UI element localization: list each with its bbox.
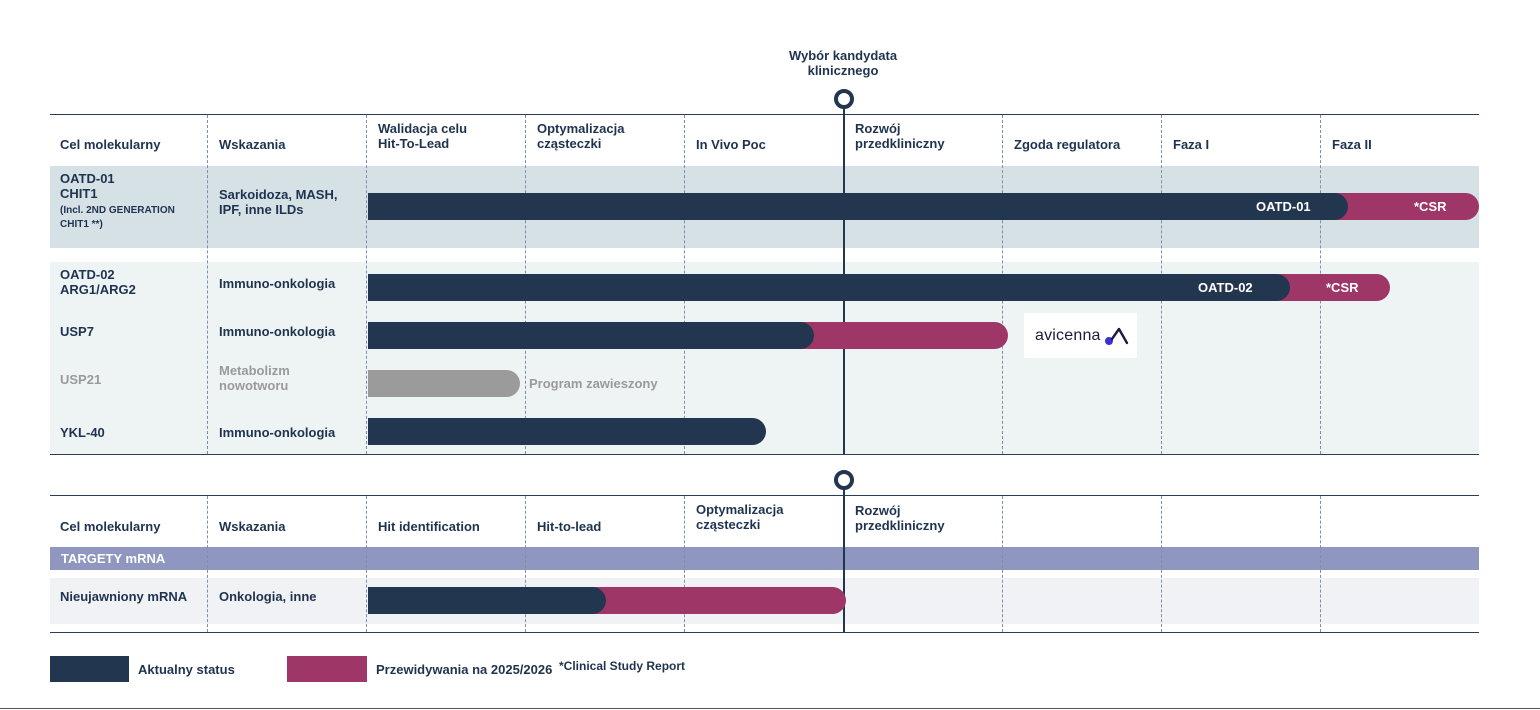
indication-line: Sarkoidoza, MASH, bbox=[219, 187, 338, 202]
section-band-mrna bbox=[50, 547, 1479, 570]
projection-bar-mrna bbox=[585, 587, 846, 614]
header-line: cząsteczki bbox=[537, 136, 602, 151]
header-hit-to-lead: Hit-to-lead bbox=[537, 519, 602, 534]
target-oatd01: OATD-01 CHIT1 (Incl. 2ND GENERATION CHIT… bbox=[60, 171, 175, 232]
header-optimization: Optymalizacja cząsteczki bbox=[696, 502, 783, 532]
header-in-vivo-poc: In Vivo Poc bbox=[696, 137, 766, 152]
projection-bar-oatd02 bbox=[1270, 274, 1390, 301]
partner-logo-avicenna: avicenna bbox=[1024, 313, 1137, 358]
status-bar-usp7 bbox=[368, 322, 814, 349]
legend-swatch-projection bbox=[287, 656, 367, 682]
column-divider bbox=[1320, 496, 1321, 632]
target-usp21: USP21 bbox=[60, 372, 102, 387]
header-regulatory: Zgoda regulatora bbox=[1014, 137, 1121, 152]
header-line: Optymalizacja bbox=[696, 502, 784, 517]
header-phase-2: Faza II bbox=[1332, 137, 1372, 152]
projection-bar-usp7 bbox=[790, 322, 1008, 349]
status-bar-oatd02 bbox=[368, 274, 1290, 301]
top-table-top-rule bbox=[50, 114, 1479, 115]
bottom-table-top-rule bbox=[50, 495, 1479, 496]
header-target-validation: Walidacja celu Hit-To-Lead bbox=[378, 121, 467, 151]
legend-label-projection: Przewidywania na 2025/2026 bbox=[376, 662, 553, 677]
target-name: OATD-01 bbox=[60, 171, 115, 186]
status-bar-mrna bbox=[368, 587, 606, 614]
avicenna-mark-icon bbox=[1105, 327, 1129, 345]
projection-bar-oatd01 bbox=[1330, 193, 1479, 220]
bar-label-oatd01: OATD-01 bbox=[1256, 199, 1311, 214]
target-ykl40: YKL-40 bbox=[60, 425, 105, 440]
header-preclinical: Rozwój przedkliniczny bbox=[855, 121, 945, 151]
indication-usp21: Metabolizm nowotworu bbox=[219, 363, 290, 393]
indication-ykl40: Immuno-onkologia bbox=[219, 425, 336, 440]
top-table-bottom-rule bbox=[50, 454, 1479, 455]
legend-swatch-current bbox=[50, 656, 129, 682]
header-line: cząsteczki bbox=[696, 517, 761, 532]
target-subname: ARG1/ARG2 bbox=[60, 282, 136, 297]
target-usp7: USP7 bbox=[60, 324, 94, 339]
indication-line: Metabolizm bbox=[219, 363, 290, 378]
header-line: przedkliniczny bbox=[855, 518, 945, 533]
target-note: CHIT1 **) bbox=[60, 219, 103, 230]
column-divider bbox=[366, 115, 367, 454]
column-divider bbox=[525, 496, 526, 632]
header-line: Optymalizacja bbox=[537, 121, 625, 136]
indication-oatd01: Sarkoidoza, MASH, IPF, inne ILDs bbox=[219, 187, 337, 217]
status-bar-usp21 bbox=[368, 370, 520, 397]
status-text-usp21: Program zawieszony bbox=[529, 376, 658, 391]
header-line: przedkliniczny bbox=[855, 136, 945, 151]
milestone-marker-top bbox=[834, 89, 854, 109]
section-label-mrna: TARGETY mRNA bbox=[61, 551, 166, 566]
bar-label-oatd02: OATD-02 bbox=[1198, 280, 1253, 295]
legend-label-current: Aktualny status bbox=[138, 662, 235, 677]
milestone-label-line1: Wybór kandydata bbox=[788, 48, 898, 63]
csr-label-oatd02: *CSR bbox=[1326, 280, 1359, 295]
header-line: Hit-To-Lead bbox=[378, 136, 450, 151]
milestone-label-line2: klinicznego bbox=[807, 63, 879, 78]
target-oatd02: OATD-02 ARG1/ARG2 bbox=[60, 267, 136, 297]
legend-footnote: *Clinical Study Report bbox=[559, 659, 686, 673]
header-target: Cel molekularny bbox=[60, 519, 161, 534]
csr-label-oatd01: *CSR bbox=[1414, 199, 1447, 214]
header-optimization: Optymalizacja cząsteczki bbox=[537, 121, 624, 151]
status-bar-oatd01 bbox=[368, 193, 1348, 220]
header-indication: Wskazania bbox=[219, 519, 286, 534]
column-divider bbox=[366, 496, 367, 632]
header-preclinical: Rozwój przedkliniczny bbox=[855, 503, 945, 533]
milestone-marker-bottom bbox=[834, 470, 854, 490]
partner-logo-text: avicenna bbox=[1035, 327, 1101, 344]
column-divider bbox=[207, 115, 208, 454]
column-divider bbox=[207, 496, 208, 632]
column-divider bbox=[1002, 496, 1003, 632]
target-note: (Incl. 2ND GENERATION bbox=[60, 205, 175, 216]
header-indication: Wskazania bbox=[219, 137, 286, 152]
column-divider bbox=[684, 496, 685, 632]
milestone-line-bottom bbox=[843, 489, 845, 632]
header-phase-1: Faza I bbox=[1173, 137, 1210, 152]
header-hit-identification: Hit identification bbox=[378, 519, 480, 534]
header-line: Rozwój bbox=[855, 121, 901, 136]
target-name: OATD-02 bbox=[60, 267, 115, 282]
indication-line: IPF, inne ILDs bbox=[219, 202, 304, 217]
target-subname: CHIT1 bbox=[60, 186, 98, 201]
milestone-label: Wybór kandydata klinicznego bbox=[743, 48, 943, 78]
indication-line: nowotworu bbox=[219, 378, 289, 393]
bottom-table-bottom-rule bbox=[50, 632, 1479, 633]
indication-oatd02: Immuno-onkologia bbox=[219, 276, 336, 291]
status-bar-ykl40 bbox=[368, 418, 766, 445]
header-line: Walidacja celu bbox=[378, 121, 468, 136]
page-bottom-rule bbox=[0, 708, 1540, 709]
column-divider bbox=[1161, 496, 1162, 632]
indication-usp7: Immuno-onkologia bbox=[219, 324, 336, 339]
target-mrna: Nieujawniony mRNA bbox=[60, 589, 188, 604]
header-line: Rozwój bbox=[855, 503, 901, 518]
header-target: Cel molekularny bbox=[60, 137, 161, 152]
indication-mrna: Onkologia, inne bbox=[219, 589, 317, 604]
